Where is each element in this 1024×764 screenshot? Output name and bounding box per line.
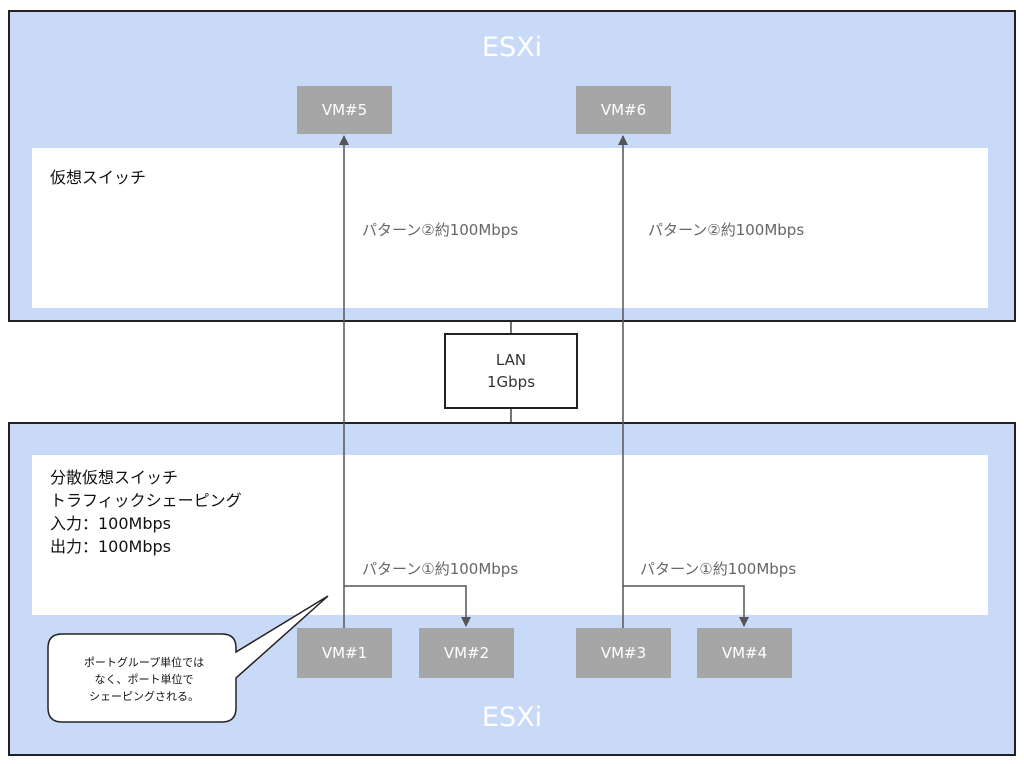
arrow-vm3-to-vm4 [623,585,749,627]
input-rate-label: 入力：100Mbps [50,514,171,533]
callout-line-1: ポートグループ単位では [83,656,205,669]
lan-speed: 1Gbps [486,373,536,391]
esxi-label-top: ESXi [481,32,543,63]
callout-text: ポートグループ単位では なく、ポート単位で シェーピングされる。 [60,654,228,705]
vm-3[interactable]: VM#3 [576,628,671,678]
vm-1[interactable]: VM#1 [297,628,392,678]
distributed-switch-panel: 分散仮想スイッチ トラフィックシェーピング 入力：100Mbps 出力：100M… [32,455,988,615]
virtual-switch-label: 仮想スイッチ [50,168,147,187]
lan-label: LAN [495,351,527,369]
lan-box: LAN 1Gbps [444,333,578,409]
pattern2-label-left: パターン②約100Mbps [362,221,519,239]
traffic-shaping-label: トラフィックシェーピング [50,491,242,510]
vm-2[interactable]: VM#2 [419,628,514,678]
pattern2-label-right: パターン②約100Mbps [648,221,805,239]
callout-line-2: なく、ポート単位で [94,673,194,686]
callout-line-3: シェーピングされる。 [89,690,199,703]
output-rate-label: 出力：100Mbps [50,537,171,556]
virtual-switch-panel: 仮想スイッチ [32,148,988,308]
callout-bubble [47,595,329,723]
distributed-switch-label: 分散仮想スイッチ [50,468,179,487]
distributed-switch-text: 分散仮想スイッチ トラフィックシェーピング 入力：100Mbps 出力：100M… [50,466,242,558]
vm-4[interactable]: VM#4 [697,628,792,678]
vm-6[interactable]: VM#6 [576,86,671,134]
pattern1-label-right: パターン①約100Mbps [640,560,797,578]
pattern1-label-left: パターン①約100Mbps [362,560,519,578]
vm-5[interactable]: VM#5 [297,86,392,134]
esxi-label-bottom: ESXi [481,702,543,733]
arrow-vm1-to-vm2 [344,585,471,627]
